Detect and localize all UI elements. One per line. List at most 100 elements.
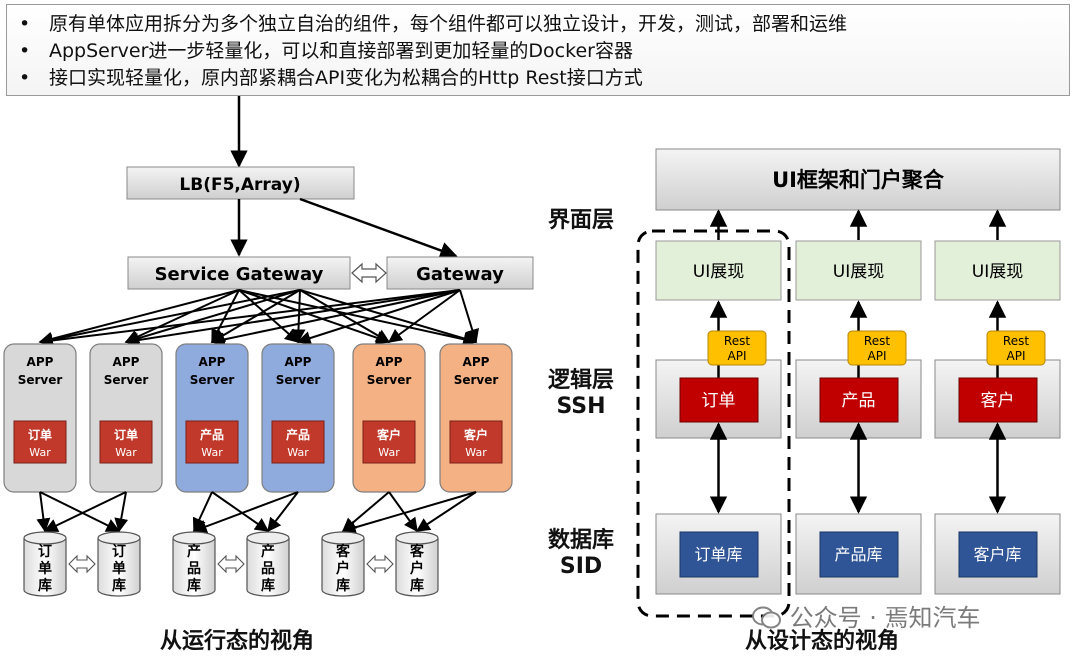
db-label: 订单库 [694, 545, 742, 564]
arrow-lb-gw [299, 197, 458, 259]
rest-api-line1: Rest [1003, 334, 1029, 348]
arrow-gw-server [299, 289, 478, 346]
database-top [23, 531, 67, 545]
app-server-line2: Server [454, 373, 499, 387]
database-top [97, 531, 141, 545]
database-cylinder [246, 538, 290, 597]
database-label-char: 库 [112, 577, 126, 594]
db-box [958, 531, 1038, 578]
double-arrow-icon [68, 554, 96, 574]
service-label: 订单 [702, 391, 736, 411]
arrow-gw-server [459, 289, 479, 344]
app-server-group: APPServer订单WarAPPServer订单WarAPPServer产品W… [3, 343, 513, 493]
war-box [185, 420, 239, 464]
app-server-line2: Server [104, 373, 149, 387]
app-server-line1: APP [27, 355, 54, 369]
highlight-dashed-frame [636, 229, 791, 618]
database-label-char: 库 [261, 577, 275, 594]
rest-api-line1: Rest [724, 334, 750, 348]
ui-label: UI展现 [833, 262, 884, 282]
database-top [321, 531, 365, 545]
database-5: 客户库 [321, 531, 365, 597]
war-label: 客户 [376, 427, 401, 442]
rest-api-tag [847, 330, 907, 366]
war-box [13, 420, 67, 464]
arrow-gw-server [299, 289, 391, 343]
runtime-caption: 从运行态的视角 [160, 629, 315, 654]
arrow-server-db [211, 491, 270, 532]
database-1: 订单库 [23, 531, 67, 597]
wechat-icon [752, 605, 782, 631]
arrow-gw-server [38, 289, 461, 348]
database-label-char: 品 [187, 561, 201, 577]
app-server-line1: APP [199, 355, 226, 369]
database-label-char: 户 [410, 560, 424, 577]
portal-label: UI框架和门户聚合 [772, 168, 945, 192]
bullet-list-panel: • 原有单体应用拆分为多个独立自治的组件，每个组件都可以独立设计，开发，测试，部署… [6, 4, 1070, 96]
lb-label: LB(F5,Array) [179, 175, 300, 195]
database-label-char: 库 [187, 577, 201, 594]
war-box [362, 420, 416, 464]
bullet-marker: • [19, 67, 31, 89]
database-2: 订单库 [97, 531, 141, 597]
bullet-item: •接口实现轻量化，原内部紧耦合API变化为松耦合的Http Rest接口方式 [19, 67, 643, 89]
arrow-gw-server [38, 289, 301, 347]
double-arrow-icon [217, 554, 245, 574]
database-cylinder [321, 538, 365, 597]
war-label2: War [465, 446, 487, 459]
database-top [172, 531, 216, 545]
rest-api-line2: API [868, 349, 887, 363]
ui-box [934, 240, 1061, 301]
arrow-gw-server [124, 289, 301, 346]
bullet-item: • 原有单体应用拆分为多个独立自治的组件，每个组件都可以独立设计，开发，测试，部署… [19, 13, 847, 35]
war-label2: War [287, 446, 309, 459]
design-caption: 从设计态的视角 [745, 629, 900, 654]
service-box [819, 377, 899, 423]
war-label: 客户 [463, 427, 488, 442]
database-label-char: 单 [112, 560, 126, 577]
database-cylinder [395, 538, 439, 597]
arrow-gw-server [238, 289, 391, 345]
arrow-gw-server [124, 289, 461, 347]
database-cylinder [172, 538, 216, 597]
rest-api-line2: API [1007, 349, 1026, 363]
war-box [449, 420, 503, 464]
app-server-line1: APP [463, 355, 490, 369]
database-label-char: 品 [261, 561, 275, 577]
layer-ui-label: 界面层 [547, 208, 614, 233]
database-label-char: 单 [38, 560, 52, 577]
gateway-to-server-arrows [38, 289, 479, 348]
bullet-marker: • [19, 13, 31, 35]
database-label-char: 客 [409, 543, 425, 560]
arrow-gw-server [38, 289, 240, 346]
service-label: 产品 [842, 391, 876, 411]
rest-api-line2: API [728, 349, 747, 363]
db-label: 产品库 [834, 545, 882, 564]
war-box [99, 420, 153, 464]
portal-box: UI框架和门户聚合 [655, 148, 1061, 211]
design-columns: UI展现RestAPI订单订单库UI展现RestAPI产品产品库UI展现Rest… [655, 209, 1061, 595]
bullet-text: 原有单体应用拆分为多个独立自治的组件，每个组件都可以独立设计，开发，测试，部署和… [49, 13, 848, 35]
arrow-server-db [114, 491, 129, 533]
app-server-line2: Server [18, 373, 63, 387]
layer-logic-line2: SSH [556, 394, 606, 419]
app-server-line2: Server [276, 373, 321, 387]
bullet-marker: • [19, 40, 31, 62]
database-label-char: 订 [38, 543, 52, 560]
arrow-server-db [341, 491, 477, 535]
bullet-item: •AppServer进一步轻量化，可以和直接部署到更加轻量的Docker容器 [19, 40, 633, 62]
database-top [395, 531, 439, 545]
server-to-db-arrows [36, 491, 477, 535]
service-label: 客户 [981, 391, 1015, 411]
double-arrow-icon [366, 554, 394, 574]
